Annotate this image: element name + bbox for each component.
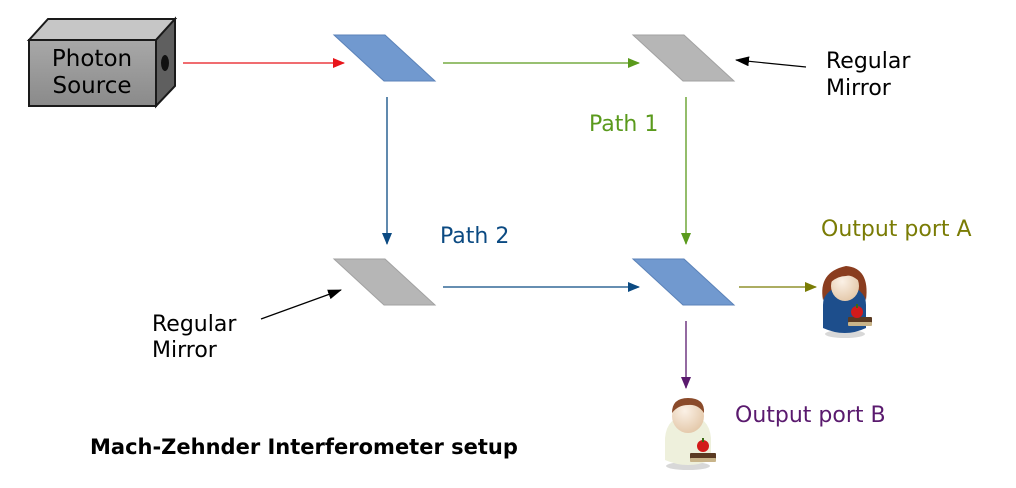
mirror-bottom-label-line1: Regular <box>152 312 237 337</box>
observer-b-icon <box>665 398 716 470</box>
mirror-top-label-line1: Regular <box>826 49 911 74</box>
mirror-top-pointer-arrow <box>735 56 807 68</box>
mirror-bottom-label-line2: Mirror <box>152 338 218 363</box>
observer-a-icon <box>822 266 872 338</box>
diagram-caption: Mach-Zehnder Interferometer setup <box>90 435 518 459</box>
mirror-top-right-icon <box>631 34 736 82</box>
output-a-label: Output port A <box>821 217 972 242</box>
mirror-top-label-line2: Mirror <box>826 76 892 101</box>
source-label-line2: Source <box>53 73 132 99</box>
beam-splitter-1-icon <box>332 34 437 82</box>
output-b-label: Output port B <box>735 403 886 428</box>
mirror-bottom-left-icon <box>332 258 437 306</box>
path1-label: Path 1 <box>589 112 658 137</box>
photon-source-box-icon <box>26 16 178 109</box>
mirror-bottom-pointer-arrow <box>260 289 342 320</box>
source-label-line1: Photon <box>52 46 132 72</box>
path2-label: Path 2 <box>440 224 509 249</box>
beam-splitter-2-icon <box>631 258 736 306</box>
source-aperture-icon <box>161 55 169 71</box>
